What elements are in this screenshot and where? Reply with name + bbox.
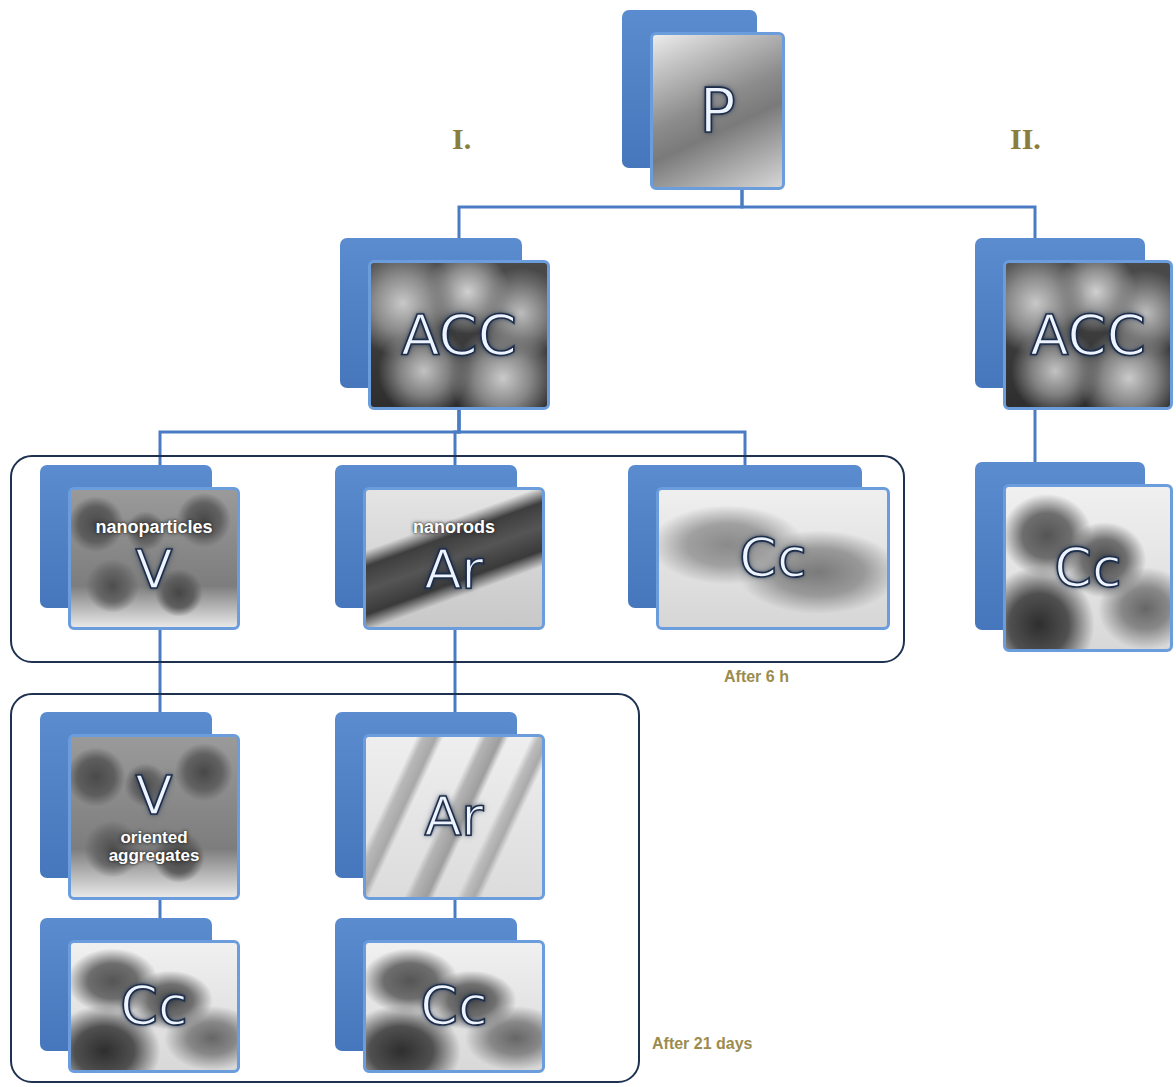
image-card: nanoparticlesV xyxy=(40,465,240,630)
phase-label: V xyxy=(136,768,173,825)
stage-group: After 6 hnanoparticlesVnanorodsArCc xyxy=(10,455,905,663)
image-card: ACC xyxy=(340,238,550,410)
pathway-label: II. xyxy=(1010,122,1041,156)
micrograph: P xyxy=(650,32,785,190)
branch-line xyxy=(459,190,742,238)
phase-label: Ar xyxy=(424,789,483,846)
image-card: ACC xyxy=(975,238,1173,410)
micrograph: Ar xyxy=(363,734,545,900)
micrograph: Cc xyxy=(1003,484,1173,652)
image-card: Cc xyxy=(628,465,890,630)
image-card: Cc xyxy=(975,462,1173,652)
morphology-label: oriented aggregates xyxy=(74,829,233,866)
phase-label: Ar xyxy=(424,542,483,599)
image-card: nanorodsAr xyxy=(335,465,545,630)
phase-label: Cc xyxy=(1054,540,1121,597)
image-card: Ar xyxy=(335,712,545,900)
pathway-label: I. xyxy=(452,122,471,156)
phase-label: V xyxy=(136,542,173,599)
phase-label: Cc xyxy=(120,978,187,1035)
branch-line xyxy=(1034,410,1037,462)
image-card: P xyxy=(622,10,785,190)
micrograph: ACC xyxy=(1003,260,1173,410)
phase-label: P xyxy=(699,80,735,143)
micrograph: nanoparticlesV xyxy=(68,487,240,630)
micrograph: nanorodsAr xyxy=(363,487,545,630)
image-card: Cc xyxy=(40,918,240,1073)
phase-label: Cc xyxy=(420,978,487,1035)
image-card: Cc xyxy=(335,918,545,1073)
image-card: Voriented aggregates xyxy=(40,712,240,900)
branch-line xyxy=(454,630,457,712)
micrograph: Cc xyxy=(656,487,890,630)
stage-group: After 21 daysVoriented aggregatesArCcCc xyxy=(10,693,640,1083)
micrograph: ACC xyxy=(368,260,550,410)
micrograph: Cc xyxy=(363,940,545,1073)
stage-note: After 21 days xyxy=(652,1035,753,1053)
stage-note: After 6 h xyxy=(724,668,789,686)
branch-line xyxy=(454,900,457,918)
branch-line xyxy=(742,190,1035,238)
branch-line xyxy=(159,630,162,712)
phase-label: ACC xyxy=(1030,306,1146,365)
morphology-label: nanorods xyxy=(413,518,495,538)
phase-label: Cc xyxy=(739,530,806,587)
morphology-label: nanoparticles xyxy=(95,518,212,538)
micrograph: Cc xyxy=(68,940,240,1073)
branch-line xyxy=(159,900,162,918)
micrograph: Voriented aggregates xyxy=(68,734,240,900)
phase-label: ACC xyxy=(401,306,517,365)
